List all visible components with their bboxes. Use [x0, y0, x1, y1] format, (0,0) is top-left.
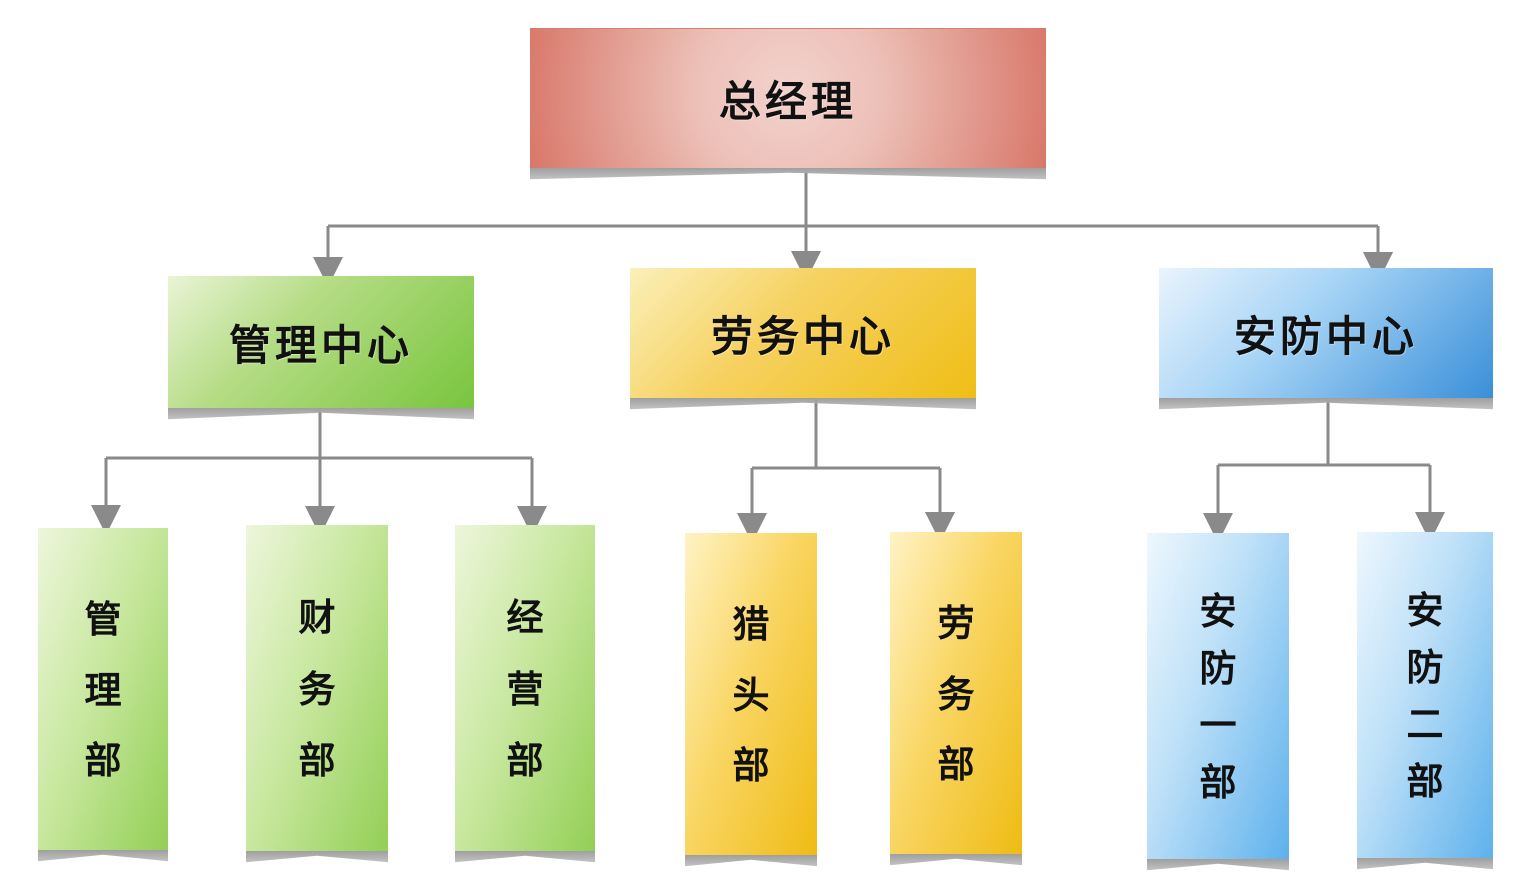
security-department-one-char-1: 安	[1199, 589, 1237, 633]
management-center-node: 管理中心	[168, 276, 474, 408]
security-department-two-char-3: 二	[1406, 702, 1444, 746]
headhunting-department-char-2: 头	[732, 672, 770, 717]
labor-department-node: 劳 务 部	[890, 532, 1022, 854]
operations-department-char-1: 经	[506, 595, 544, 640]
security-department-two-char-4: 部	[1406, 759, 1444, 803]
security-department-two-char-1: 安	[1406, 588, 1444, 632]
operations-department-node: 经 营 部	[455, 525, 595, 851]
finance-department-char-1: 财	[298, 595, 336, 640]
security-department-one-char-3: 一	[1199, 703, 1237, 747]
security-center-node: 安防中心	[1159, 268, 1493, 398]
labor-center-node: 劳务中心	[630, 268, 976, 398]
security-department-two-node: 安 防 二 部	[1357, 532, 1493, 858]
general-manager-node: 总经理	[530, 28, 1046, 168]
labor-center-label: 劳务中心	[710, 311, 895, 361]
management-department-node: 管 理 部	[38, 528, 168, 850]
general-manager-label: 总经理	[718, 77, 857, 126]
headhunting-department-char-1: 猎	[732, 602, 770, 647]
security-department-one-char-4: 部	[1199, 760, 1237, 804]
finance-department-char-2: 务	[298, 666, 336, 711]
management-department-char-1: 管	[84, 597, 122, 642]
headhunting-department-node: 猎 头 部	[685, 533, 817, 855]
management-center-label: 管理中心	[228, 320, 413, 370]
operations-department-char-3: 部	[506, 737, 544, 782]
labor-department-char-2: 务	[937, 671, 975, 716]
labor-center-connector	[752, 400, 940, 470]
management-department-char-2: 理	[84, 667, 122, 712]
labor-department-char-1: 劳	[937, 601, 975, 646]
management-department-char-3: 部	[84, 737, 122, 782]
finance-department-node: 财 务 部	[246, 525, 388, 851]
security-center-connector	[1218, 400, 1430, 467]
operations-department-char-2: 营	[506, 666, 544, 711]
security-department-one-char-2: 防	[1199, 646, 1237, 690]
security-center-label: 安防中心	[1233, 311, 1418, 361]
labor-department-char-3: 部	[937, 741, 975, 786]
security-department-two-char-2: 防	[1406, 645, 1444, 689]
ceo-to-centers-connector	[326, 170, 1378, 272]
headhunting-department-char-3: 部	[732, 742, 770, 787]
finance-department-char-3: 部	[298, 737, 336, 782]
security-department-one-node: 安 防 一 部	[1147, 533, 1289, 859]
